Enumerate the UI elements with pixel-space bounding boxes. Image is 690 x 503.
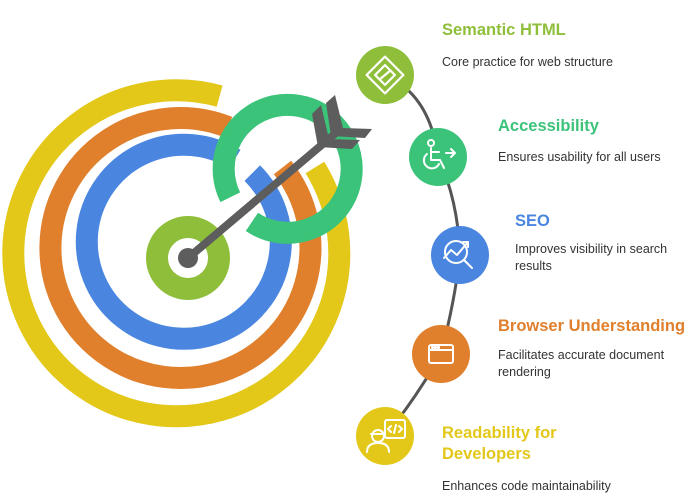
developer-code-icon	[366, 419, 406, 453]
item-desc-accessibility: Ensures usability for all users	[498, 150, 661, 164]
item-icon-accessibility	[409, 128, 467, 186]
arrow-fletch-bottom	[318, 139, 360, 149]
arrow-fletch-top-2	[326, 95, 343, 136]
target-ring-outer	[2, 79, 351, 428]
target-ring-3	[75, 133, 292, 350]
item-title-browser-understanding: Browser Understanding	[498, 317, 686, 335]
browser-icon-circle	[412, 325, 470, 383]
item-desc-readability: Enhances code maintainability	[442, 479, 611, 493]
target	[2, 79, 363, 428]
browser-window-icon	[428, 344, 454, 364]
item-desc-browser-understanding: Facilitates accurate document rendering	[498, 348, 665, 379]
target-ring-2	[39, 107, 322, 389]
arrow	[184, 95, 372, 262]
arrow-fletch-bottom-2	[331, 128, 372, 138]
item-desc-seo: Improves visibility in search results	[515, 242, 668, 273]
item-title-readability: Readability for Developers	[442, 424, 557, 463]
search-chart-icon	[443, 240, 473, 269]
target-bullseye-ring	[146, 216, 230, 300]
seo-icon-circle	[431, 226, 489, 284]
item-icon-readability	[356, 407, 414, 465]
item-icon-browser-understanding	[412, 325, 470, 383]
arrow-shaft	[184, 128, 341, 262]
accessibility-icon-circle	[409, 128, 467, 186]
item-icon-seo	[431, 226, 489, 284]
diamond-icon	[365, 55, 405, 95]
item-icon-semantic-html	[356, 46, 414, 104]
item-title-semantic-html: Semantic HTML	[442, 21, 566, 39]
item-title-seo: SEO	[515, 212, 550, 230]
wheelchair-icon	[422, 139, 456, 170]
arrow-fletch-top	[312, 105, 329, 147]
item-desc-semantic-html: Core practice for web structure	[442, 55, 613, 69]
item-title-accessibility: Accessibility	[498, 117, 599, 135]
